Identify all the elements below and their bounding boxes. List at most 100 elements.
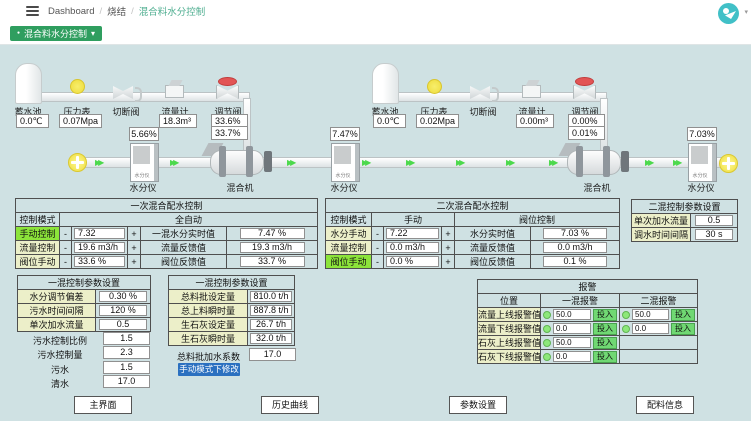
control-mode-right[interactable]: 阀位控制 xyxy=(454,212,620,227)
mode-button-moisture[interactable]: 水分手动 xyxy=(325,226,372,241)
cutoff-valve-flange-icon xyxy=(135,87,142,102)
param-input[interactable]: 120 % xyxy=(98,305,148,316)
param-input[interactable]: 1.5 xyxy=(103,361,150,374)
panel-title: 二次混合配水控制 xyxy=(325,198,620,213)
decrement-button[interactable]: - xyxy=(371,240,384,255)
breadcrumb-item-sinter[interactable]: 烧结 xyxy=(107,7,127,18)
alarm-row-label: 石灰下线报警值 xyxy=(477,349,541,364)
flow-arrow-icon: ▶▶ xyxy=(406,158,415,167)
mode-button-flow[interactable]: 流量控制 xyxy=(15,240,60,255)
flow-meter-icon xyxy=(165,80,184,98)
engage-button[interactable]: 投入 xyxy=(593,336,617,349)
param-input[interactable]: 2.3 xyxy=(103,346,150,359)
param-input[interactable]: 0.5 xyxy=(98,319,148,330)
flow-arrow-icon: ▶▶ xyxy=(645,158,654,167)
pressure-gauge-icon xyxy=(427,79,442,94)
pressure-gauge-icon xyxy=(70,79,85,94)
setpoint-input[interactable]: 0.0 m3/h xyxy=(386,242,439,253)
breadcrumb-separator: / xyxy=(99,5,103,17)
increment-button[interactable]: + xyxy=(441,254,455,269)
tab-moisture-control[interactable]: ● 混合料水分控制 ▾ xyxy=(10,26,103,41)
param-label: 生石灰瞬时量 xyxy=(168,331,248,346)
decrement-button[interactable]: - xyxy=(59,254,72,269)
param-label: 单次加水流量 xyxy=(17,317,96,332)
tab-bar: ● 混合料水分控制 ▾ xyxy=(0,22,751,45)
alarm-row-label: 流量下线报警值 xyxy=(477,321,541,336)
param-label: 总料批加水系数 xyxy=(176,352,240,362)
mode-button-valve[interactable]: 阀位手动 xyxy=(15,254,60,269)
mixer-label: 混合机 xyxy=(583,183,611,193)
setpoint-cell: 7.32 xyxy=(71,226,128,241)
caret-down-icon[interactable]: ▾ xyxy=(91,29,96,38)
user-avatar[interactable] xyxy=(718,3,739,24)
param-label: 污水控制比例 xyxy=(32,336,87,346)
alarm-setpoint-input[interactable]: 50.0 xyxy=(553,309,591,320)
setpoint-input[interactable]: 7.32 xyxy=(74,228,125,239)
param-input[interactable]: 17.0 xyxy=(103,375,150,388)
setpoint-cell: 7.22 xyxy=(383,226,442,241)
feedback-value: 0.1 % xyxy=(543,256,607,267)
param-input[interactable]: 17.0 xyxy=(249,348,296,361)
menu-icon[interactable] xyxy=(26,6,39,16)
engage-button[interactable]: 投入 xyxy=(593,308,617,321)
setpoint-input[interactable]: 0.0 % xyxy=(386,256,439,267)
flow-total-value: 18.3m³ xyxy=(159,114,197,128)
decrement-button[interactable]: - xyxy=(371,254,384,269)
engage-button[interactable]: 投入 xyxy=(671,322,695,335)
cutoff-valve-icon xyxy=(113,86,133,99)
valve-feedback-value: 0.01% xyxy=(568,126,605,140)
device-text: 水分仪 xyxy=(134,173,150,179)
engage-button[interactable]: 投入 xyxy=(671,308,695,321)
alarm-setpoint-input[interactable]: 0.0 xyxy=(553,351,591,362)
setpoint-input[interactable]: 19.6 m3/h xyxy=(74,242,125,253)
nav-button-params[interactable]: 参数设置 xyxy=(449,396,507,414)
flow-total-value: 0.00m³ xyxy=(516,114,554,128)
feedback-label: 流量反馈值 xyxy=(140,240,227,255)
breadcrumb-item-dashboard[interactable]: Dashboard xyxy=(48,5,95,17)
engage-button[interactable]: 投入 xyxy=(593,322,617,335)
param-input[interactable]: 1.5 xyxy=(103,332,150,345)
increment-button[interactable]: + xyxy=(441,240,455,255)
setpoint-input[interactable]: 7.22 xyxy=(386,228,439,239)
alarm-setpoint-input[interactable]: 50.0 xyxy=(553,337,591,348)
param-input[interactable]: 0.5 xyxy=(694,215,734,226)
mode-button-flow[interactable]: 流量控制 xyxy=(325,240,372,255)
caret-down-icon[interactable]: ▾ xyxy=(744,9,748,16)
pump-icon xyxy=(719,154,738,173)
panel-title: 一混控制参数设置 xyxy=(17,275,151,290)
flow-arrow-icon: ▶▶ xyxy=(170,158,179,167)
secondary-mix-params-panel: 二混控制参数设置 单次加水流量 0.5 调水时间间隔 30 s xyxy=(631,199,738,242)
cutoff-valve-icon xyxy=(470,86,490,99)
setpoint-input[interactable]: 33.6 % xyxy=(74,256,125,267)
mode-button-valve[interactable]: 阀位手动 xyxy=(325,254,372,269)
tank-label: 蓄水池 xyxy=(371,107,399,117)
nav-button-main[interactable]: 主界面 xyxy=(74,396,132,414)
control-mode-left[interactable]: 手动 xyxy=(371,212,455,227)
manual-mode-edit-button[interactable]: 手动模式下修改 xyxy=(178,363,240,376)
param-input[interactable]: 0.30 % xyxy=(98,291,148,302)
alarm-setpoint-input[interactable]: 50.0 xyxy=(632,309,669,320)
decrement-button[interactable]: - xyxy=(59,226,72,241)
alarm-setpoint-input[interactable]: 0.0 xyxy=(632,323,669,334)
increment-button[interactable]: + xyxy=(127,254,141,269)
decrement-button[interactable]: - xyxy=(59,240,72,255)
flow-arrow-icon: ▶▶ xyxy=(362,158,371,167)
nav-button-batch-info[interactable]: 配料信息 xyxy=(636,396,694,414)
feedback-label: 阀位反馈值 xyxy=(140,254,227,269)
mode-button-manual[interactable]: 手动控制 xyxy=(15,226,60,241)
increment-button[interactable]: + xyxy=(127,240,141,255)
param-cell: 0.5 xyxy=(95,317,151,332)
param-label: 污水控制量 xyxy=(37,350,83,360)
alarm-setpoint-input[interactable]: 0.0 xyxy=(553,323,591,334)
control-mode-value[interactable]: 全自动 xyxy=(59,212,318,227)
moisture-meter-label: 水分仪 xyxy=(129,183,157,193)
param-input[interactable]: 30 s xyxy=(694,229,734,240)
increment-button[interactable]: + xyxy=(127,226,141,241)
decrement-button[interactable]: - xyxy=(371,226,384,241)
increment-button[interactable]: + xyxy=(441,226,455,241)
engage-button[interactable]: 投入 xyxy=(593,350,617,363)
nav-button-history[interactable]: 历史曲线 xyxy=(261,396,319,414)
breadcrumb-current: 混合料水分控制 xyxy=(138,7,206,18)
alarm-col-position: 位置 xyxy=(477,293,541,308)
gauge-label: 压力表 xyxy=(63,107,91,117)
